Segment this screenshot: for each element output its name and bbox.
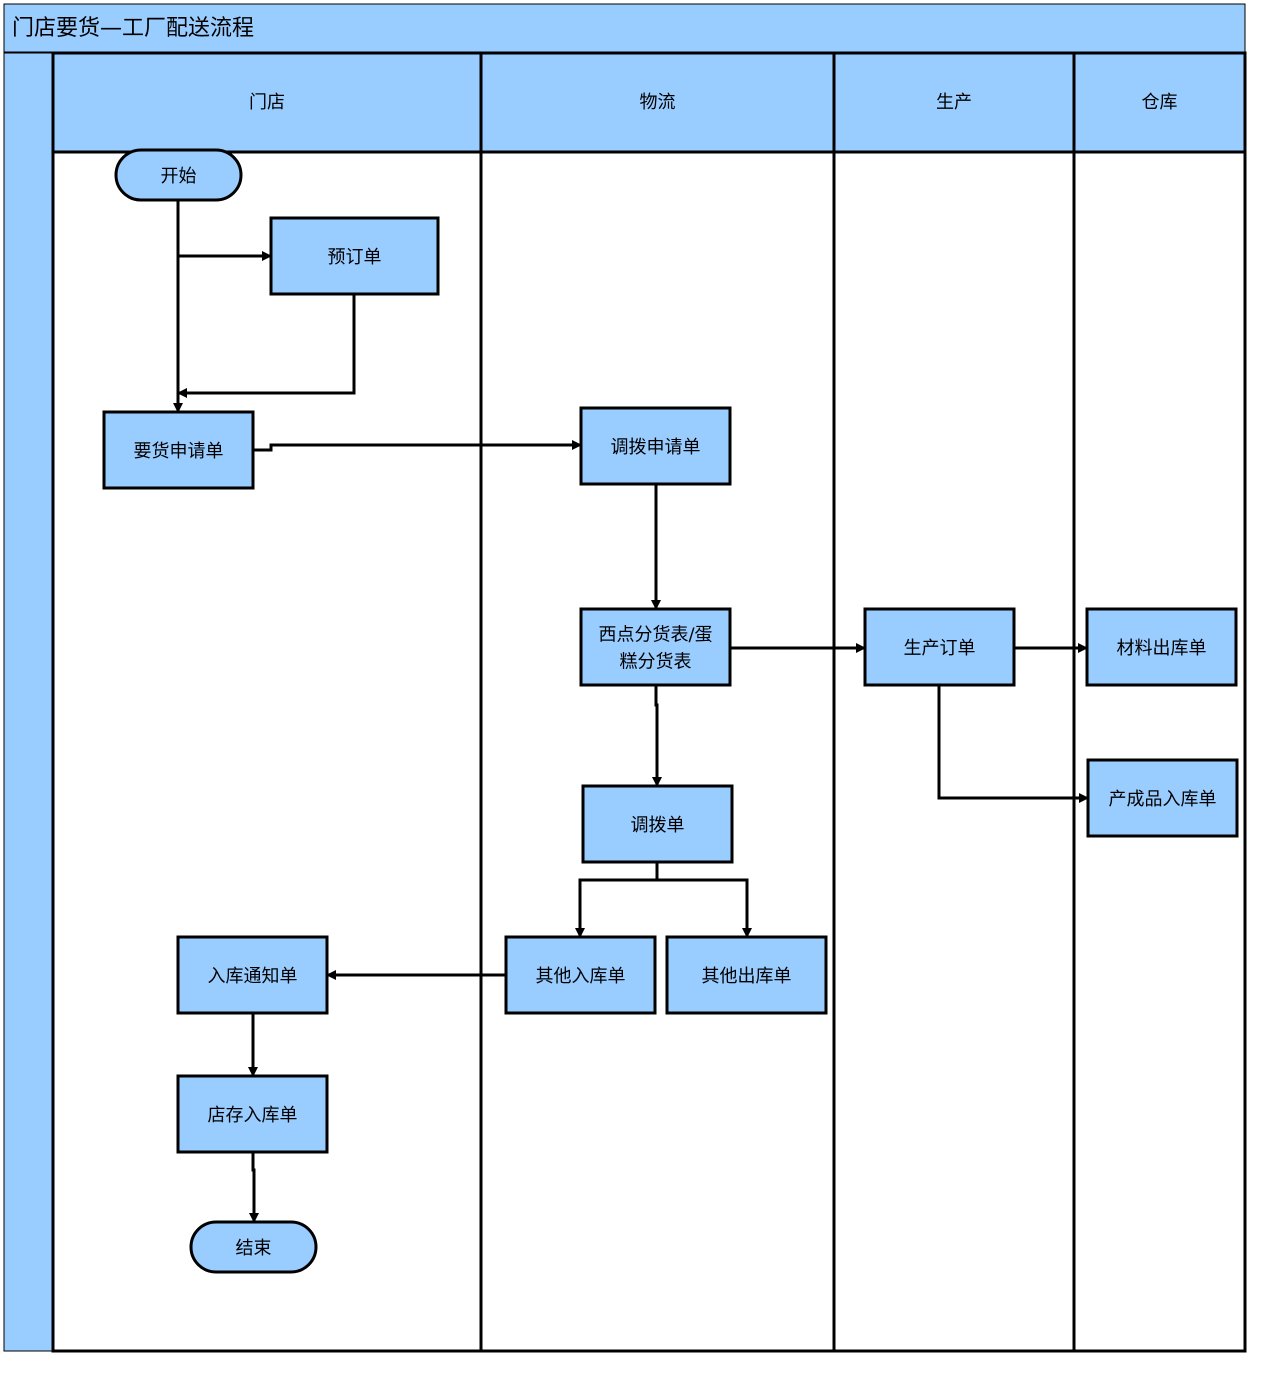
node-label-request: 要货申请单 [134, 441, 224, 462]
node-label-product_in: 产成品入库单 [1109, 789, 1217, 810]
pool-border [51, 51, 1247, 1353]
node-label-store_in: 店存入库单 [208, 1105, 298, 1126]
node-store_in [176, 1074, 329, 1154]
node-label-other_in: 其他入库单 [536, 966, 626, 987]
node-label-other_out: 其他出库单 [702, 966, 792, 987]
edge-store_in-to-end [249, 1152, 259, 1223]
node-end [189, 1220, 318, 1274]
node-label-transfer_request: 调拨申请单 [611, 437, 701, 458]
node-request [102, 410, 255, 490]
node-label-material_out: 材料出库单 [1117, 638, 1207, 659]
node-label-preorder: 预订单 [328, 247, 382, 268]
node-other_out [665, 935, 828, 1015]
lane-label-store: 门店 [249, 92, 285, 113]
edge-transfer-to-other_out [657, 878, 752, 938]
diagram-title: 门店要货—工厂配送流程 [12, 16, 254, 41]
lane-label-logistics: 物流 [640, 92, 676, 113]
node-other_in [504, 935, 657, 1015]
lane-header-logistics [479, 51, 836, 154]
lane-label-warehouse: 仓库 [1142, 92, 1178, 113]
node-transfer [581, 784, 734, 864]
node-label-transfer: 调拨单 [631, 815, 685, 836]
edge-transfer-to-other_in [575, 862, 659, 938]
edge-preorder-to-request [177, 294, 356, 398]
node-production_order [863, 607, 1016, 687]
node-label-start: 开始 [161, 166, 197, 187]
node-preorder [269, 216, 440, 296]
node-receipt_notice [176, 935, 329, 1015]
edge-request-to-transfer_request [253, 440, 582, 452]
node-product_in [1086, 758, 1239, 838]
node-label-distribution: 西点分货表/蛋 [598, 625, 712, 646]
node-label-receipt_notice: 入库通知单 [208, 966, 298, 987]
edge-distribution-to-transfer [652, 685, 662, 787]
lane-header-store [51, 51, 483, 154]
node-label-production_order: 生产订单 [904, 638, 976, 659]
title-bar [3, 3, 1246, 53]
node-label-end: 结束 [236, 1238, 272, 1259]
node-label-distribution: 糕分货表 [620, 652, 692, 673]
pool-side-bar [3, 52, 54, 1352]
node-distribution [579, 607, 732, 687]
node-material_out [1085, 607, 1238, 687]
edge-production_order-to-product_in [937, 685, 1089, 803]
node-transfer_request [579, 406, 732, 486]
lane-label-production: 生产 [936, 92, 972, 113]
node-start [114, 148, 243, 202]
lane-header-warehouse [1072, 51, 1247, 154]
